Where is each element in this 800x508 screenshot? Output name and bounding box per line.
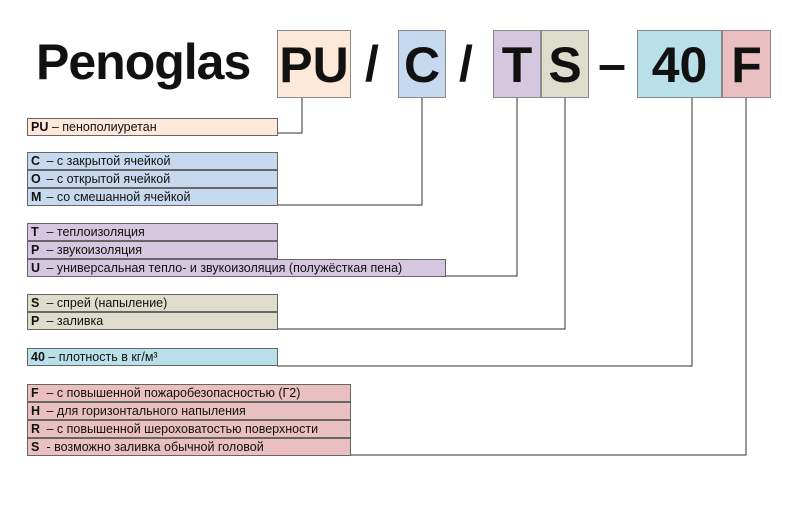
legend-code: M xyxy=(31,190,42,204)
legend-text: – с закрытой ячейкой xyxy=(43,154,171,168)
legend-code: U xyxy=(31,261,41,275)
legend-text: – звукоизоляция xyxy=(43,243,143,257)
segment-s: S xyxy=(541,30,589,98)
brand-name: Penoglas xyxy=(36,34,251,90)
legend-code: O xyxy=(31,172,41,186)
legend-row-s-pour: S - возможно заливка обычной головой xyxy=(27,438,351,456)
legend-row-t: T – теплоизоляция xyxy=(27,223,278,241)
legend-text: – универсальная тепло- и звукоизоляция (… xyxy=(43,261,403,275)
legend-row-c: C – с закрытой ячейкой xyxy=(27,152,278,170)
legend-row-s-spray: S – спрей (напыление) xyxy=(27,294,278,312)
legend-code: P xyxy=(31,314,40,328)
legend-code: S xyxy=(31,440,40,454)
legend-code: C xyxy=(31,154,41,168)
legend-row-40: 40 – плотность в кг/м³ xyxy=(27,348,278,366)
legend-text: – плотность в кг/м³ xyxy=(44,350,158,364)
separator-dash: – xyxy=(598,36,626,92)
legend-code: F xyxy=(31,386,39,400)
legend-text: – спрей (напыление) xyxy=(43,296,168,310)
legend-text: – с открытой ячейкой xyxy=(43,172,171,186)
legend-text: - возможно заливка обычной головой xyxy=(43,440,264,454)
separator-slash-1: / xyxy=(365,36,379,92)
legend-code: T xyxy=(31,225,39,239)
legend-code: R xyxy=(31,422,41,436)
legend-row-pu: PU – пенополиуретан xyxy=(27,118,278,136)
connector-s xyxy=(277,98,566,330)
legend-text: – со смешанной ячейкой xyxy=(43,190,191,204)
legend-row-o: O – с открытой ячейкой xyxy=(27,170,278,188)
legend-text: – для горизонтального напыления xyxy=(43,404,246,418)
connector-40 xyxy=(277,98,693,367)
legend-text: – заливка xyxy=(43,314,104,328)
legend-row-p-pour: P – заливка xyxy=(27,312,278,330)
segment-c: C xyxy=(398,30,446,98)
legend-code: 40 xyxy=(31,350,45,364)
legend-row-u: U – универсальная тепло- и звукоизоляция… xyxy=(27,259,446,277)
legend-text: – пенополиуретан xyxy=(48,120,157,134)
segment-f: F xyxy=(722,30,771,98)
connector-c xyxy=(277,98,423,206)
legend-row-f: F – с повышенной пожаробезопасностью (Г2… xyxy=(27,384,351,402)
legend-row-r: R – с повышенной шероховатостью поверхно… xyxy=(27,420,351,438)
legend-text: – теплоизоляция xyxy=(43,225,145,239)
legend-code: PU xyxy=(31,120,49,134)
segment-40: 40 xyxy=(637,30,722,98)
connector-t xyxy=(445,98,518,277)
legend-code: P xyxy=(31,243,40,257)
legend-row-h: H – для горизонтального напыления xyxy=(27,402,351,420)
legend-text: – с повышенной шероховатостью поверхност… xyxy=(43,422,319,436)
legend-code: S xyxy=(31,296,40,310)
separator-slash-2: / xyxy=(459,36,473,92)
segment-pu: PU xyxy=(277,30,351,98)
legend-row-m: M – со смешанной ячейкой xyxy=(27,188,278,206)
legend-code: H xyxy=(31,404,41,418)
product-code-header: Penoglas PU / C / T S – 40 F xyxy=(0,0,800,110)
legend-row-p: P – звукоизоляция xyxy=(27,241,278,259)
segment-t: T xyxy=(493,30,541,98)
legend-text: – с повышенной пожаробезопасностью (Г2) xyxy=(43,386,301,400)
